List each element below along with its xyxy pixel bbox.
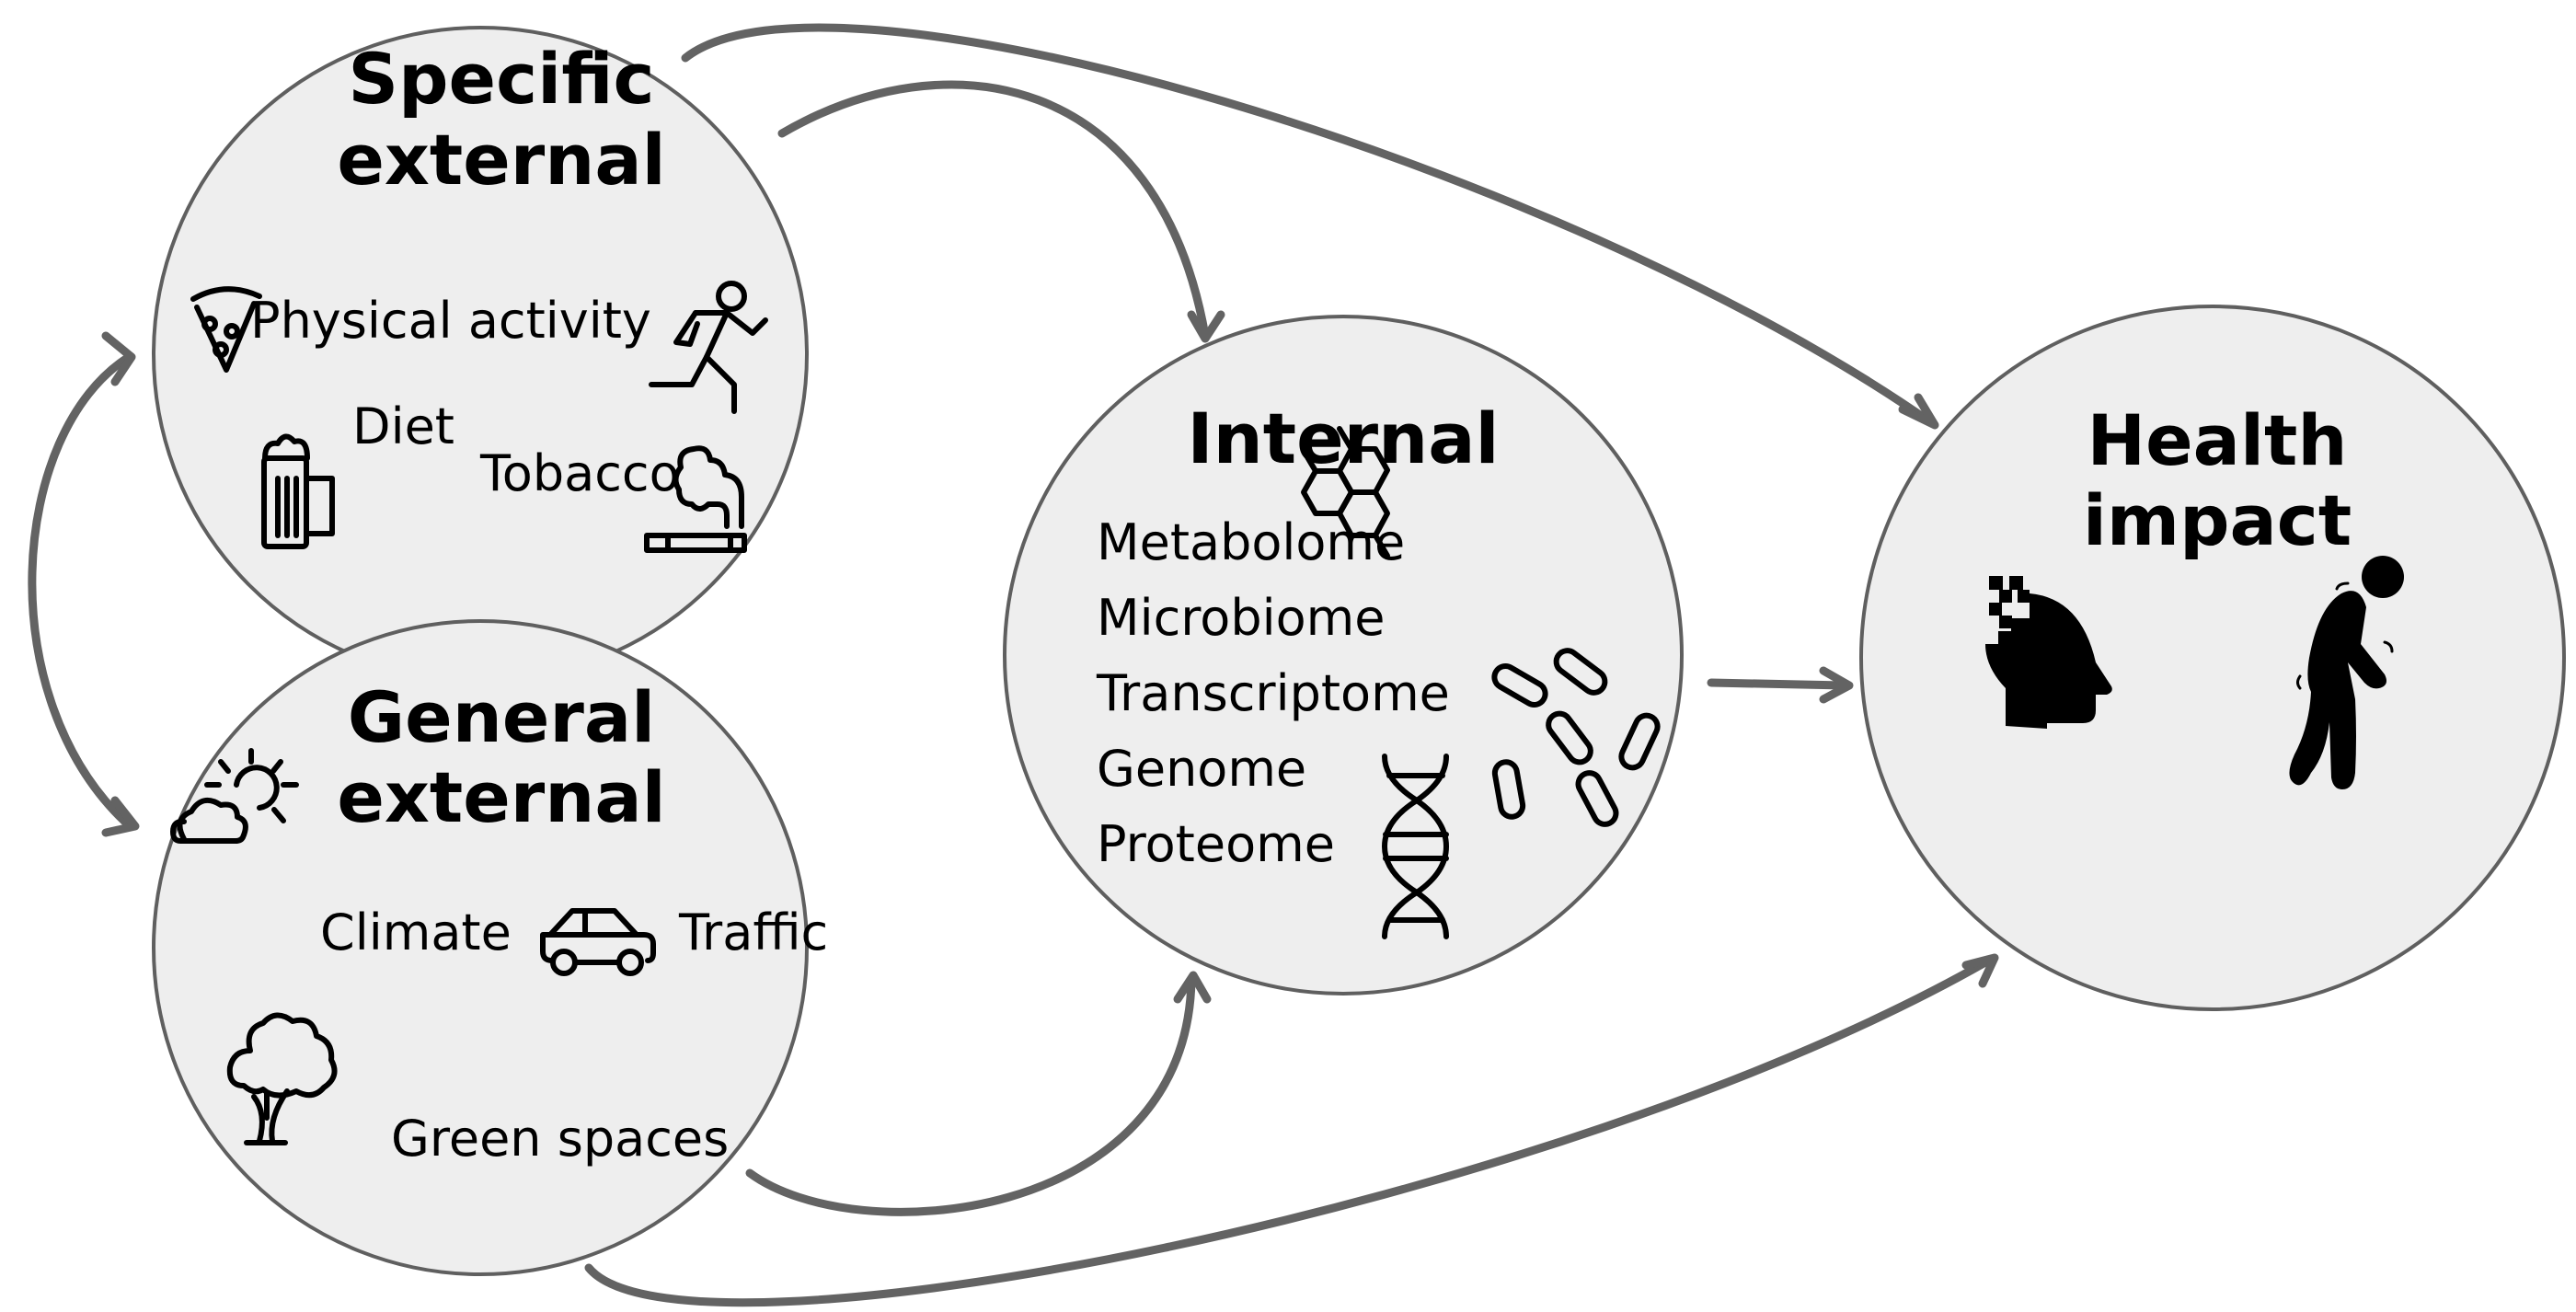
item-transcriptome: Transcriptome [1096,664,1450,722]
specific-external-title-line2: external [337,119,665,201]
item-microbiome: Microbiome [1097,589,1385,647]
health-impact-title-line1: Health [2087,399,2348,481]
item-physical-activity: Physical activity [250,292,651,350]
item-diet: Diet [352,397,454,455]
edge-general-to-internal [745,971,1212,1216]
pizza-icon [190,286,262,373]
item-metabolome: Metabolome [1097,513,1405,571]
dna-icon [1382,754,1449,939]
cognitive-decline-head-icon [1985,576,2112,729]
item-green-spaces: Green spaces [391,1110,729,1168]
running-person-icon [649,281,768,414]
beer-mug-icon [261,433,335,549]
edge-internal-to-health [1707,666,1854,704]
health-impact-title-line2: impact [2083,479,2352,561]
item-genome: Genome [1097,740,1306,798]
item-climate: Climate [320,903,512,961]
molecule-icon [1301,426,1390,558]
sun-cloud-icon [170,748,299,844]
edge-specific-to-health [681,23,1939,430]
node-general-external [152,619,809,1276]
edge-specific-general-bidirectional [28,331,140,837]
item-traffic: Traffic [678,903,828,961]
edge-specific-to-internal [777,80,1225,343]
node-internal [1003,315,1684,996]
tree-icon [226,1012,338,1145]
edge-general-to-health [584,953,1999,1307]
bacteria-icon [1491,648,1661,827]
general-external-title-line2: external [337,756,665,838]
item-proteome: Proteome [1097,815,1335,873]
node-health-impact [1859,305,2566,1011]
specific-external-title-line1: Specific [348,38,654,120]
car-icon [540,908,656,976]
cigarette-icon [644,445,747,553]
general-external-title-line1: General [348,676,655,758]
item-tobacco: Tobacco [479,444,680,502]
hunched-person-icon [2289,556,2404,789]
